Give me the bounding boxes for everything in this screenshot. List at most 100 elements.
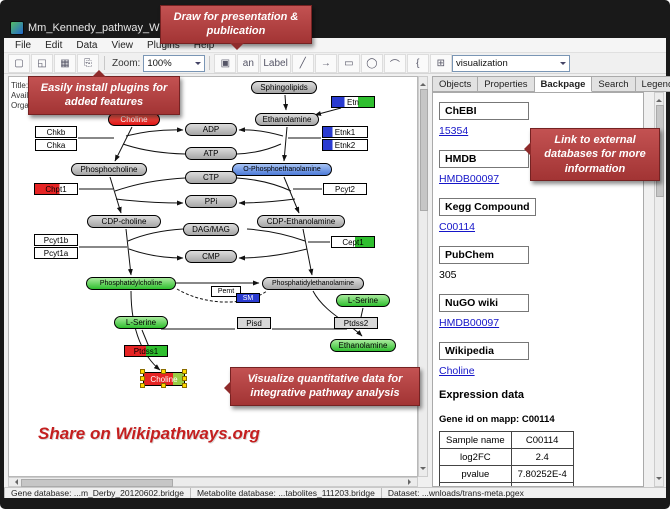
pathway-node[interactable]: Phosphatidylethanolamine <box>262 277 364 290</box>
scroll-up-icon[interactable] <box>656 96 662 102</box>
wikipedia-link[interactable]: Choline <box>439 365 475 377</box>
tab-search[interactable]: Search <box>592 76 636 92</box>
kegg-link[interactable]: C00114 <box>439 221 476 233</box>
selection-handle[interactable] <box>182 369 187 374</box>
chevron-down-icon[interactable] <box>195 61 202 68</box>
tab-properties[interactable]: Properties <box>478 76 535 92</box>
pathway-node[interactable]: ATP <box>185 147 237 160</box>
new-file-icon[interactable]: ▢ <box>8 53 30 73</box>
datanode-tool-icon[interactable]: an <box>237 53 260 73</box>
pathway-node[interactable]: Cept1 <box>331 236 375 248</box>
pathway-node[interactable]: Pcyt2 <box>323 183 367 195</box>
selection-handle[interactable] <box>182 383 187 388</box>
horizontal-scrollbar-thumb[interactable] <box>21 479 173 487</box>
pathway-node[interactable]: Sphingolipids <box>251 81 317 94</box>
vertical-scrollbar-thumb[interactable] <box>420 89 428 211</box>
oval-tool-icon[interactable]: ◯ <box>360 53 383 73</box>
pathway-node[interactable]: Phosphatidylcholine <box>86 277 176 290</box>
app-icon <box>10 21 24 35</box>
pathway-node[interactable]: Pcyt1b <box>34 234 78 246</box>
table-cell: met <box>510 482 574 486</box>
pathway-node[interactable]: Chpt1 <box>34 183 78 195</box>
brace-tool-icon[interactable]: { <box>406 53 429 73</box>
callout-link-databases: Link to external databases for more info… <box>524 128 660 181</box>
section-header-hmdb: HMDB <box>439 150 529 168</box>
scroll-up-icon[interactable] <box>420 80 426 86</box>
selection-handle[interactable] <box>182 376 187 381</box>
selection-handle[interactable] <box>140 369 145 374</box>
selection-handle[interactable] <box>140 383 145 388</box>
pathway-node[interactable]: Ethanolamine <box>255 113 319 126</box>
pathway-node[interactable]: Choline <box>108 113 160 126</box>
pathway-canvas[interactable]: Title: Avail Organ <box>8 76 418 477</box>
pathway-node[interactable]: L-Serine <box>114 316 168 329</box>
pathway-node[interactable]: Phosphocholine <box>71 163 147 176</box>
pathway-node[interactable]: CMP <box>185 250 237 263</box>
arrow-tool-icon[interactable]: → <box>314 53 337 73</box>
pathway-node[interactable]: Etn <box>331 96 375 108</box>
template-tool-icon[interactable]: ⊞ <box>429 53 452 73</box>
pathway-node[interactable]: Etnk2 <box>322 139 368 151</box>
title-bar[interactable]: Mm_Kennedy_pathway_WP1771_45176.gpml <box>0 0 670 38</box>
callout-pointer-down <box>230 42 244 57</box>
pathway-node[interactable]: CTP <box>185 171 237 184</box>
menu-view[interactable]: View <box>111 39 133 51</box>
menu-file[interactable]: File <box>15 39 32 51</box>
selection-handle[interactable] <box>161 369 166 374</box>
tab-objects[interactable]: Objects <box>432 76 479 92</box>
side-panel-tabs: Objects Properties Backpage Search Legen… <box>432 76 670 92</box>
pathway-node[interactable]: SM <box>236 293 260 303</box>
vertical-scrollbar[interactable] <box>418 76 428 477</box>
line-tool-icon[interactable]: ╱ <box>291 53 314 73</box>
menu-plugins[interactable]: Plugins <box>146 39 180 51</box>
pathway-node[interactable]: Pemt <box>211 286 241 297</box>
selection-tool-icon[interactable]: ▣ <box>214 53 237 73</box>
menu-help[interactable]: Help <box>193 39 215 51</box>
tab-backpage[interactable]: Backpage <box>534 76 593 92</box>
open-file-icon[interactable]: ◱ <box>31 53 53 73</box>
pathway-node[interactable]: L-Serine <box>336 294 390 307</box>
horizontal-scrollbar[interactable] <box>8 477 418 487</box>
pathway-node[interactable]: Etnk1 <box>322 126 368 138</box>
arc-tool-icon[interactable]: ⌒ <box>383 53 406 73</box>
visualization-combobox[interactable]: visualization <box>452 55 570 72</box>
menu-data[interactable]: Data <box>76 39 98 51</box>
pathway-node[interactable]: Chka <box>35 139 77 151</box>
scroll-down-icon[interactable] <box>656 477 662 483</box>
pathway-node[interactable]: Chkb <box>35 126 77 138</box>
callout-plugins: Easily install plugins for added feature… <box>28 70 180 115</box>
section-header-wikipedia: Wikipedia <box>439 342 529 360</box>
pathway-node[interactable]: CDP-choline <box>87 215 161 228</box>
zoom-combobox[interactable]: 100% <box>143 54 206 72</box>
pathway-node[interactable]: DAG/MAG <box>183 223 239 236</box>
pathway-node[interactable]: Ptdss2 <box>334 317 378 329</box>
table-row: type met <box>439 482 574 486</box>
pathway-node[interactable]: Pisd <box>237 317 271 329</box>
rectangle-tool-icon[interactable]: ▭ <box>337 53 360 73</box>
table-row: Sample name C00114 <box>439 431 574 449</box>
pathway-node[interactable]: ADP <box>185 123 237 136</box>
menu-edit[interactable]: Edit <box>45 39 63 51</box>
scroll-down-icon[interactable] <box>420 467 426 473</box>
export-icon[interactable]: ⎘ <box>77 53 99 73</box>
tab-legend[interactable]: Legend <box>635 76 670 92</box>
selection-handle[interactable] <box>140 376 145 381</box>
save-icon[interactable]: ▦ <box>54 53 76 73</box>
label-tool-icon[interactable]: Label <box>260 53 291 73</box>
section-header-kegg: Kegg Compound <box>439 198 536 216</box>
gene-id-line: Gene id on mapp: C00114 <box>439 414 555 425</box>
scroll-left-icon[interactable] <box>12 479 18 485</box>
pathway-node[interactable]: Ethanolamine <box>330 339 396 352</box>
pathway-node[interactable]: Ptdss1 <box>124 345 168 357</box>
callout-draw: Draw for presentation & publication <box>160 5 312 50</box>
pathway-node[interactable]: O-Phosphoethanolamine <box>232 163 332 176</box>
pathway-node[interactable]: Pcyt1a <box>34 247 78 259</box>
selection-handle[interactable] <box>161 383 166 388</box>
pathway-node[interactable]: CDP-Ethanolamine <box>257 215 345 228</box>
scroll-right-icon[interactable] <box>408 479 414 485</box>
pathway-node[interactable]: PPi <box>185 195 237 208</box>
chevron-down-icon[interactable] <box>560 62 566 68</box>
chebi-link[interactable]: 15354 <box>439 125 469 137</box>
nugo-link[interactable]: HMDB00097 <box>439 317 500 329</box>
hmdb-link[interactable]: HMDB00097 <box>439 173 500 185</box>
